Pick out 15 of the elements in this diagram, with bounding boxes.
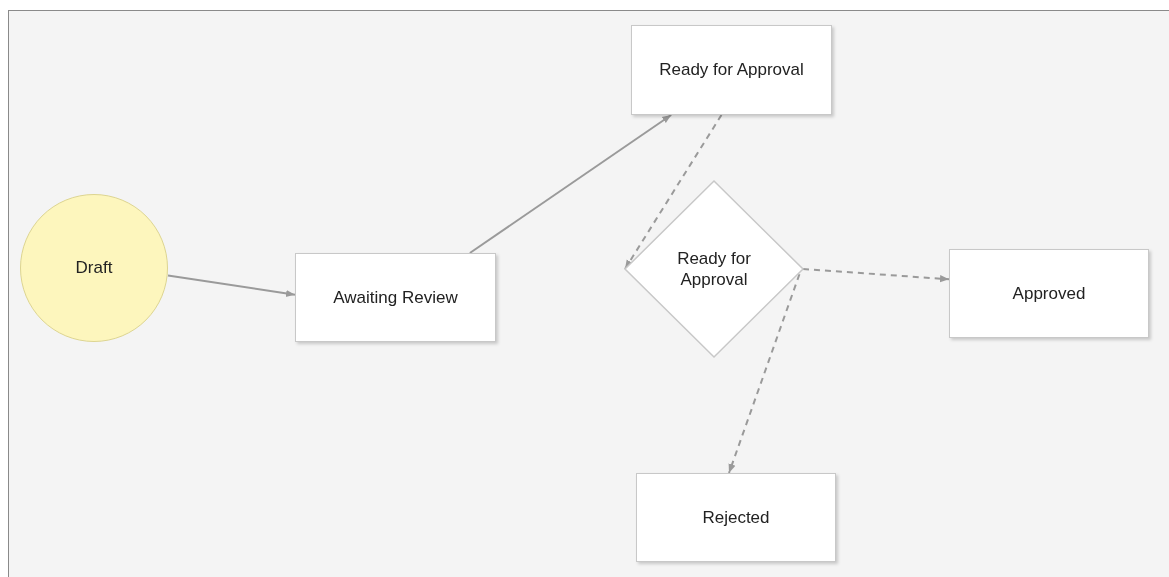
- arrow: [468, 114, 673, 254]
- arrow: [802, 268, 950, 283]
- process-box: [636, 473, 836, 562]
- node-label: Ready for Approval: [676, 247, 752, 291]
- process-box: [295, 253, 496, 342]
- decision-diamond: [625, 181, 803, 357]
- node-label: Awaiting Review: [332, 286, 459, 309]
- node-label: Draft: [74, 257, 114, 279]
- process-box: [949, 249, 1149, 338]
- arrow: [728, 273, 801, 474]
- node-label: Ready for Approval: [658, 59, 805, 81]
- node-label: Approved: [1011, 282, 1087, 305]
- process-box: [631, 25, 832, 115]
- arrow: [167, 274, 296, 298]
- node-label: Rejected: [701, 506, 771, 529]
